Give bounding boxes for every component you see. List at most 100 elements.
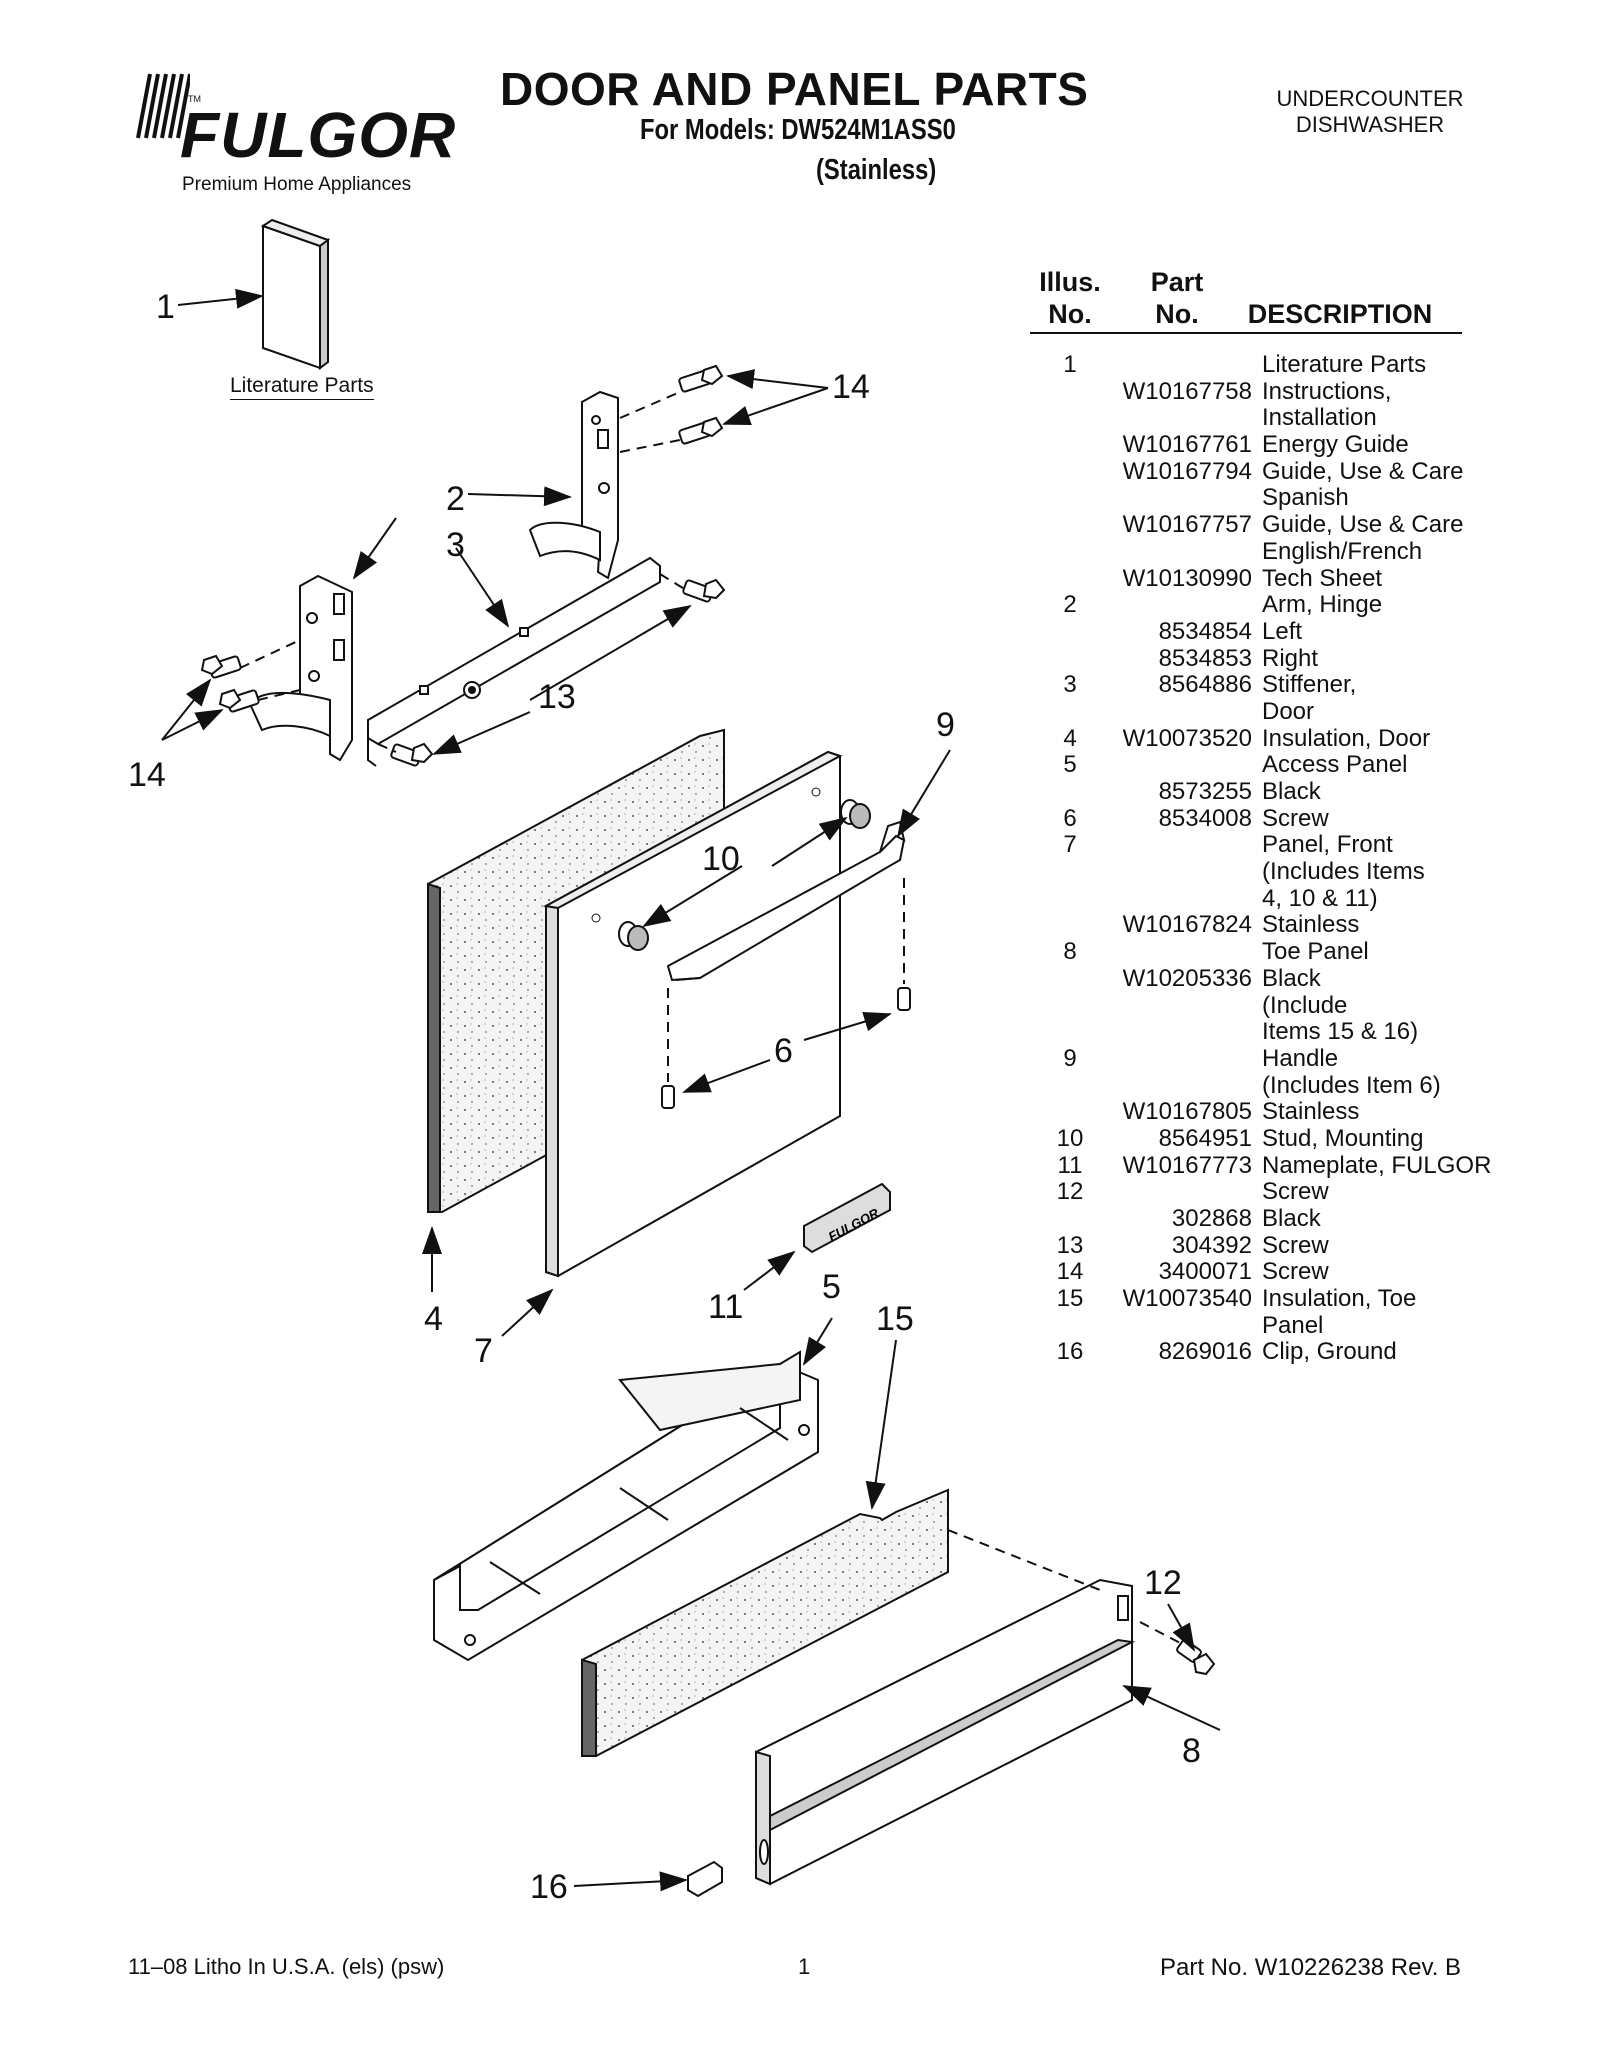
toe-panel-screw xyxy=(1176,1639,1216,1676)
illus-no: 8 xyxy=(1063,938,1077,966)
part-no: 302868 xyxy=(1171,1205,1252,1232)
description: Stud, Mounting xyxy=(1262,1124,1424,1152)
header-part-bottom: No. xyxy=(1155,299,1199,329)
screws-14 xyxy=(200,364,724,713)
description: Door xyxy=(1262,697,1315,725)
callout-14-top: 14 xyxy=(832,368,870,406)
header-description: DESCRIPTION xyxy=(1247,299,1433,329)
part-no: W10167824 xyxy=(1122,911,1252,939)
logo-tm: TM xyxy=(188,94,201,104)
parts-row: (Includes Items xyxy=(1030,858,1490,886)
illus-no: 14 xyxy=(1056,1258,1084,1286)
part-no: W10167773 xyxy=(1122,1151,1252,1179)
illus-no: 10 xyxy=(1056,1124,1084,1152)
description: Clip, Ground xyxy=(1262,1338,1397,1366)
description: Panel xyxy=(1262,1311,1324,1339)
header-illus-top: Illus. xyxy=(1039,267,1101,297)
description: Black xyxy=(1262,1205,1321,1232)
description: Panel, Front xyxy=(1262,831,1393,859)
hinge-arm-left xyxy=(248,574,353,762)
description: Screw xyxy=(1262,804,1329,832)
description: Energy Guide xyxy=(1262,431,1409,459)
parts-row: English/French xyxy=(1030,537,1490,566)
product-type-line1: UNDERCOUNTER xyxy=(1276,86,1464,111)
parts-row: Spanish xyxy=(1030,485,1490,512)
illus-no: 11 xyxy=(1057,1151,1083,1179)
literature-parts-booklet xyxy=(260,218,331,370)
handle-screws xyxy=(661,987,911,1109)
logo-wordmark: FULGOR xyxy=(180,99,457,171)
toe-panel-insulation xyxy=(581,1488,949,1757)
illus-no: 13 xyxy=(1056,1231,1084,1259)
part-no: W10205336 xyxy=(1122,964,1252,992)
callout-7: 7 xyxy=(474,1332,493,1370)
part-no: 8269016 xyxy=(1158,1338,1252,1366)
callout-13: 13 xyxy=(538,678,576,716)
illus-no: 3 xyxy=(1063,671,1077,699)
description: Items 15 & 16) xyxy=(1262,1018,1419,1046)
description: Spanish xyxy=(1262,484,1349,512)
description: Black xyxy=(1262,778,1321,805)
part-no: W10073520 xyxy=(1122,724,1252,752)
part-no: 8534854 xyxy=(1158,617,1252,645)
callout-14-left: 14 xyxy=(128,756,166,794)
product-type: UNDERCOUNTER DISHWASHER xyxy=(1270,86,1470,138)
part-no: 8573255 xyxy=(1158,778,1252,805)
description: Arm, Hinge xyxy=(1262,591,1383,619)
front-panel xyxy=(542,750,843,1278)
callout-9: 9 xyxy=(936,706,955,744)
illus-no: 2 xyxy=(1063,591,1077,619)
part-no: W10073540 xyxy=(1122,1285,1252,1313)
description: Guide, Use & Care xyxy=(1262,457,1464,485)
callout-6: 6 xyxy=(774,1032,793,1070)
part-no: W10167805 xyxy=(1122,1098,1252,1126)
illus-no: 15 xyxy=(1056,1285,1084,1313)
part-no: W10167794 xyxy=(1122,457,1252,485)
description: (Includes Item 6) xyxy=(1262,1071,1441,1099)
page-number: 1 xyxy=(798,1954,811,1979)
description: English/French xyxy=(1262,537,1423,565)
part-no: 3400071 xyxy=(1158,1258,1252,1286)
parts-row: 302868 Black xyxy=(1030,1205,1490,1233)
callout-1: 1 xyxy=(156,288,175,326)
logo-stripes-icon xyxy=(136,73,190,139)
parts-row: W10167794 Guide, Use & Care xyxy=(1030,457,1490,486)
illus-no: 4 xyxy=(1063,724,1077,752)
illus-no: 5 xyxy=(1063,751,1077,779)
parts-row: 11 W10167773 Nameplate, FULGOR xyxy=(1030,1151,1492,1180)
part-no: W10167758 xyxy=(1122,377,1252,405)
part-no: W10167757 xyxy=(1122,511,1252,539)
callout-2: 2 xyxy=(446,480,465,518)
callout-11: 11 xyxy=(708,1288,744,1326)
description: Screw xyxy=(1262,1231,1329,1259)
description: (Includes Items xyxy=(1262,858,1425,886)
page-title: DOOR AND PANEL PARTS xyxy=(500,63,1089,115)
access-panel xyxy=(433,1350,819,1662)
callout-12: 12 xyxy=(1144,1564,1182,1602)
callout-4: 4 xyxy=(424,1300,443,1338)
description: Guide, Use & Care xyxy=(1262,511,1464,539)
parts-row: W10167757 Guide, Use & Care xyxy=(1030,511,1490,539)
parts-row: 2 Arm, Hinge xyxy=(1030,591,1490,619)
description: Nameplate, FULGOR xyxy=(1262,1151,1492,1179)
description: Handle xyxy=(1262,1044,1339,1072)
parts-row: Door xyxy=(1030,697,1490,726)
illus-no: 6 xyxy=(1063,804,1077,832)
description: Literature Parts xyxy=(1262,351,1427,378)
callout-3: 3 xyxy=(446,526,465,564)
literature-parts-label: Literature Parts xyxy=(230,374,374,400)
document-part-number: Part No. W10226238 Rev. B xyxy=(1160,1954,1462,1981)
